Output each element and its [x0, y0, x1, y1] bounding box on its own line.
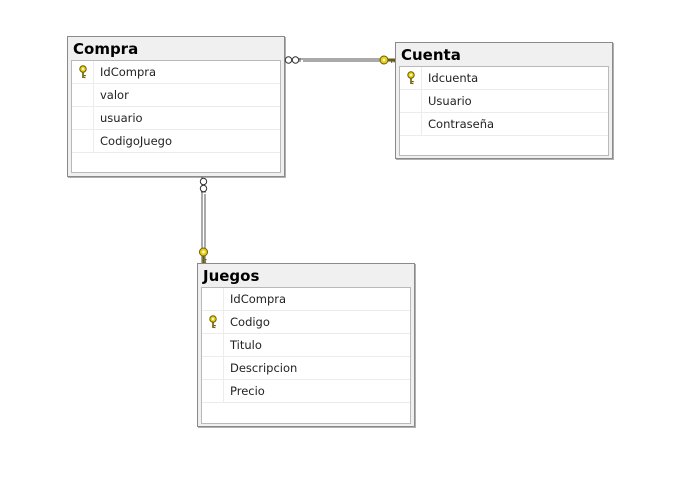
column-name: IdCompra: [230, 292, 287, 306]
columns-list-compra: IdCompra valor usuario CodigoJuego: [71, 60, 281, 173]
many-end-icon: [284, 56, 293, 64]
table-title-compra: Compra: [73, 40, 139, 58]
column-row[interactable]: Titulo: [202, 334, 410, 357]
column-row[interactable]: Usuario: [400, 90, 608, 113]
column-row[interactable]: CodigoJuego: [72, 130, 280, 153]
key-cell: [72, 84, 94, 106]
one-end-key-icon: [379, 55, 395, 65]
table-title-cuenta: Cuenta: [401, 46, 461, 64]
key-cell: [202, 334, 224, 356]
column-name: Titulo: [230, 338, 262, 352]
column-name: IdCompra: [100, 65, 157, 79]
column-name: CodigoJuego: [100, 134, 172, 148]
relationship-compra-cuenta[interactable]: [284, 55, 395, 65]
primary-key-icon: [209, 315, 217, 329]
table-juegos[interactable]: Juegos IdCompra Codigo: [197, 263, 415, 427]
key-cell: [202, 311, 224, 333]
many-end-icon: [291, 56, 300, 64]
column-row[interactable]: Contraseña: [400, 113, 608, 136]
table-title-juegos: Juegos: [203, 267, 260, 285]
column-name: Contraseña: [428, 117, 495, 131]
one-end-key-icon: [199, 247, 208, 263]
columns-list-cuenta: Idcuenta Usuario Contraseña: [399, 66, 609, 156]
column-name: valor: [100, 88, 129, 102]
key-cell: [202, 380, 224, 402]
key-cell: [400, 113, 422, 135]
column-row[interactable]: Codigo: [202, 311, 410, 334]
column-row[interactable]: usuario: [72, 107, 280, 130]
column-name: Idcuenta: [428, 71, 479, 85]
key-cell: [72, 107, 94, 129]
table-compra[interactable]: Compra IdCompra valor: [67, 36, 285, 177]
column-row[interactable]: Precio: [202, 380, 410, 403]
column-row[interactable]: valor: [72, 84, 280, 107]
column-name: Precio: [230, 384, 265, 398]
column-row[interactable]: IdCompra: [202, 288, 410, 311]
primary-key-icon: [407, 71, 415, 85]
key-cell: [202, 357, 224, 379]
columns-list-juegos: IdCompra Codigo Titulo: [201, 287, 411, 424]
key-cell: [72, 61, 94, 83]
column-row[interactable]: Descripcion: [202, 357, 410, 380]
relationship-compra-juegos[interactable]: [199, 177, 208, 263]
column-name: Codigo: [230, 315, 270, 329]
key-cell: [400, 90, 422, 112]
table-cuenta[interactable]: Cuenta Idcuenta Usuario: [395, 42, 613, 159]
many-end-icon: [199, 177, 208, 186]
key-cell: [72, 130, 94, 152]
column-row[interactable]: IdCompra: [72, 61, 280, 84]
column-name: Descripcion: [230, 361, 298, 375]
key-cell: [202, 288, 224, 310]
primary-key-icon: [79, 65, 87, 79]
many-end-icon: [199, 184, 208, 193]
column-name: usuario: [100, 111, 143, 125]
key-cell: [400, 67, 422, 89]
column-name: Usuario: [428, 94, 472, 108]
column-row[interactable]: Idcuenta: [400, 67, 608, 90]
